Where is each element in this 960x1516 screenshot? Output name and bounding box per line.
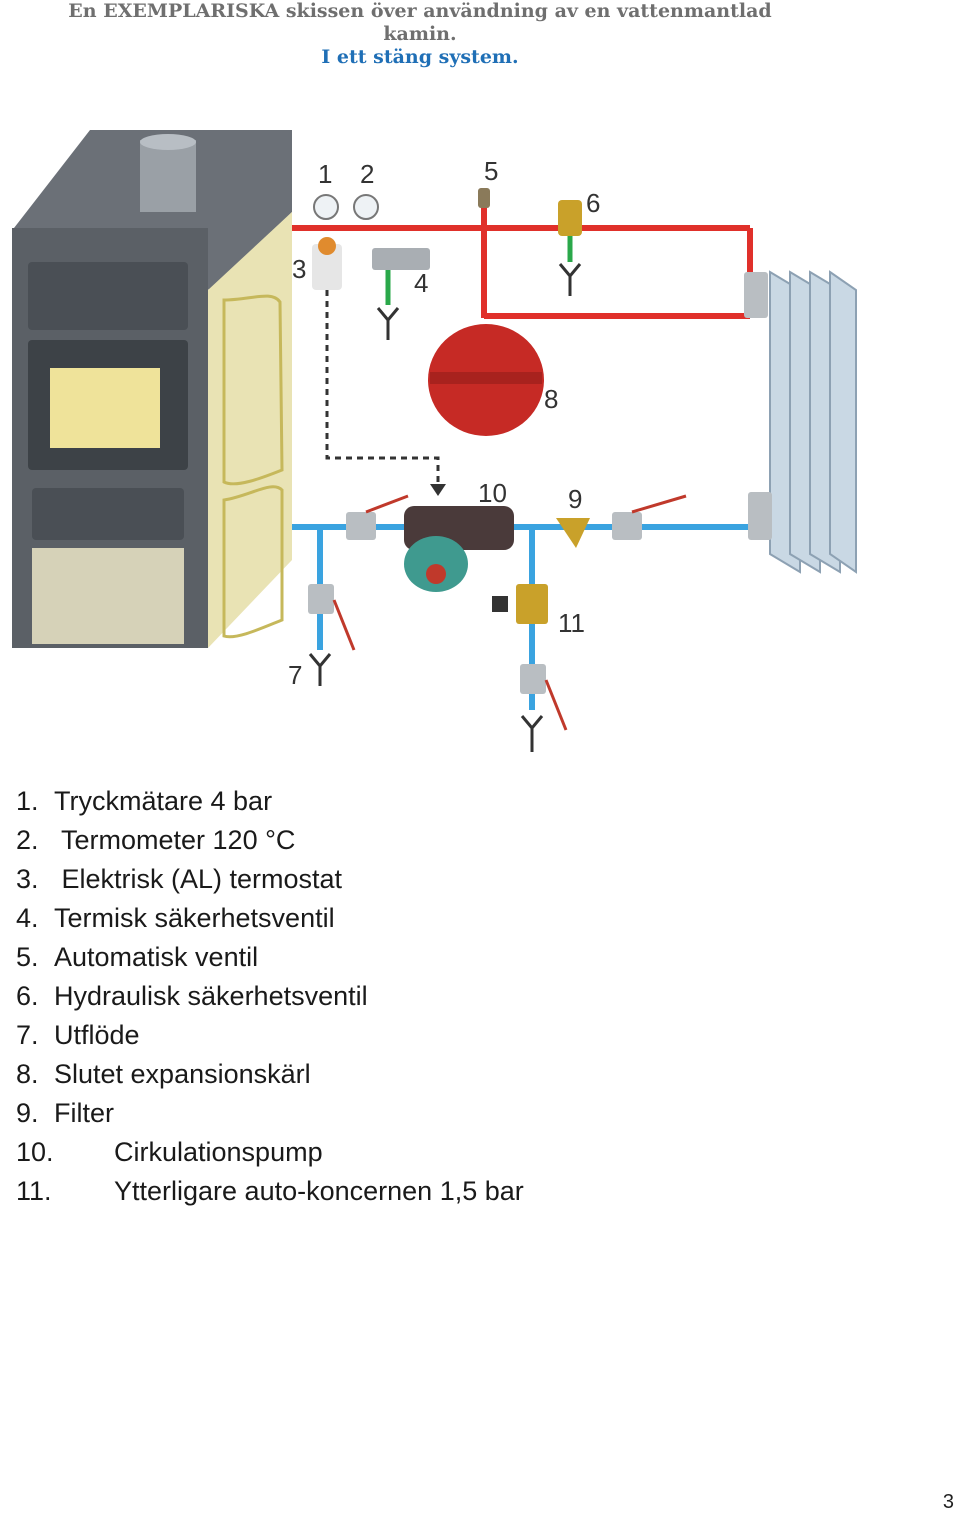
page-number: 3 [942, 1491, 954, 1513]
thermostat-signal-line [325, 290, 440, 485]
callout-8: 8 [544, 384, 558, 414]
ball-valve-right [612, 512, 642, 540]
callout-6: 6 [586, 188, 600, 218]
hydraulic-safety-valve [558, 200, 582, 236]
legend-item-10: 10.Cirkulationspump [16, 1137, 323, 1167]
legend-item-9: 9.Filter [16, 1098, 114, 1128]
filter [556, 518, 590, 548]
drain-valve-right [520, 664, 546, 694]
callout-1: 1 [318, 159, 332, 189]
legend-item-4: 4.Termisk säkerhetsventil [16, 903, 335, 933]
drain-pipes [385, 236, 573, 305]
callout-5: 5 [484, 156, 498, 186]
header-subtitle: I ett stäng system. [321, 46, 519, 68]
header-title-cont: kamin. [383, 23, 457, 45]
component-legend: 1.Tryckmätare 4 bar 2. Termometer 120 °C… [16, 782, 524, 1211]
thermal-safety-valve [372, 248, 430, 270]
drain-symbols [308, 263, 582, 752]
pressure-gauge [313, 194, 339, 220]
callout-2: 2 [360, 159, 374, 189]
ball-valve-left [346, 512, 376, 540]
legend-item-5: 5.Automatisk ventil [16, 942, 259, 972]
radiator-valve-top [744, 272, 768, 318]
document-header: En EXEMPLARISKA skissen över användning … [0, 0, 840, 69]
circulation-pump [404, 506, 514, 592]
radiator-valve-bottom [748, 492, 772, 540]
stove [12, 130, 292, 648]
legend-item-11: 11.Ytterligare auto-koncernen 1,5 bar [16, 1176, 524, 1206]
heating-system-diagram: 1 2 3 4 5 6 7 8 9 10 11 [12, 130, 857, 752]
callout-3: 3 [292, 254, 306, 284]
callout-7: 7 [288, 660, 302, 690]
legend-item-6: 6.Hydraulisk säkerhetsventil [16, 981, 368, 1011]
radiator [769, 270, 857, 574]
legend-item-2: 2. Termometer 120 °C [16, 825, 296, 855]
legend-item-7: 7.Utflöde [16, 1020, 140, 1050]
callout-10: 10 [478, 478, 507, 508]
auto-fill-valve [516, 584, 548, 624]
legend-item-1: 1.Tryckmätare 4 bar [16, 786, 273, 816]
legend-item-3: 3. Elektrisk (AL) termostat [16, 864, 343, 894]
thermostat [312, 244, 342, 290]
thermometer-gauge [353, 194, 379, 220]
hot-water-pipes [292, 205, 753, 319]
air-vent [478, 188, 490, 208]
drain-valve-left [308, 584, 334, 614]
callout-4: 4 [414, 268, 428, 298]
legend-item-8: 8.Slutet expansionskärl [16, 1059, 311, 1089]
callout-11: 11 [558, 608, 585, 638]
callout-9: 9 [568, 484, 582, 514]
header-title: En EXEMPLARISKA skissen över användning … [68, 0, 772, 22]
